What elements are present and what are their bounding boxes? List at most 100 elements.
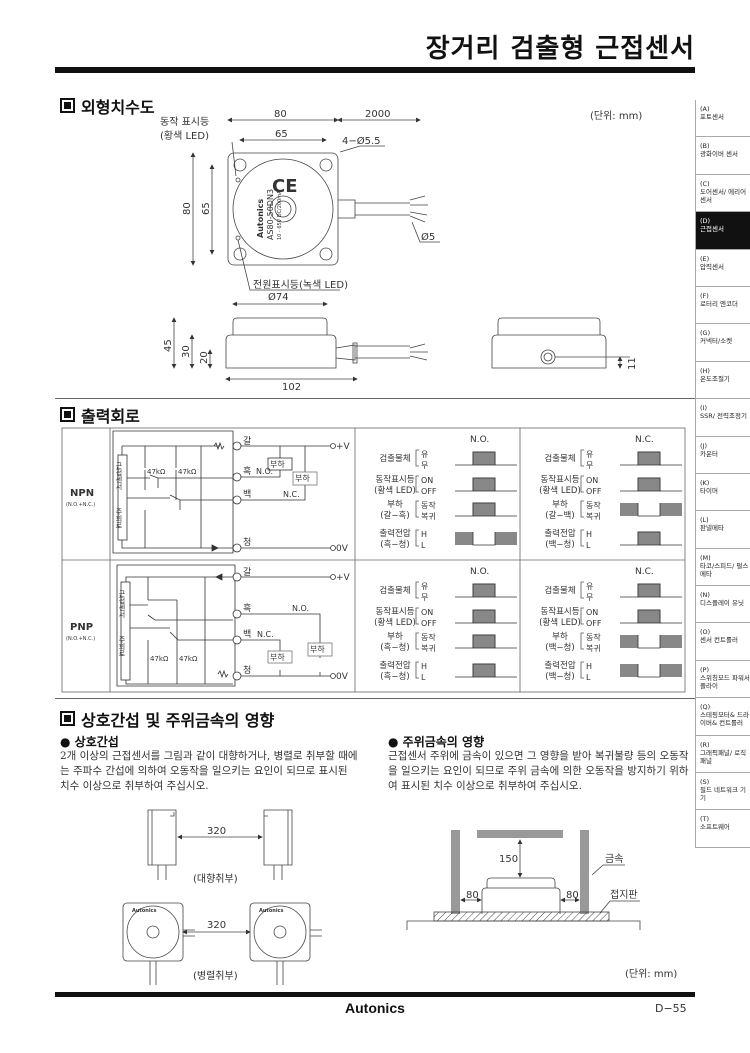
dim-height-20: 20 [199, 351, 210, 364]
product-brand: Autonics [256, 199, 265, 238]
section-title: 출력회로 [81, 407, 140, 426]
row-label: 부하 [387, 499, 403, 510]
terminal-white: 백 [243, 629, 251, 640]
sidebar-item-n[interactable]: (N)디스플레이 유닛 [695, 586, 750, 624]
bracket-icon [580, 500, 584, 518]
terminal-brown: 갈 [243, 436, 251, 447]
bracket-icon [580, 529, 584, 547]
bracket-icon [415, 500, 419, 518]
sidebar-item-c[interactable]: (C)도어센서/ 에리어센서 [695, 174, 750, 213]
main-circuit-text: 주회로 [118, 636, 126, 657]
sidebar-item-label: 디스플레이 유닛 [700, 599, 744, 608]
waveform-pulse [455, 634, 517, 649]
row-label: 출력전압 [379, 528, 410, 539]
state-high: 유 [586, 450, 593, 459]
metal-influence-drawing [406, 830, 641, 930]
dim-face-320: 320 [207, 826, 226, 837]
sidebar-item-label: 필드 네트워크 기기 [700, 786, 746, 803]
sensor-block-text: 근접센서 [115, 462, 123, 491]
waveform-pulse [620, 609, 682, 624]
row-label: 동작표시등 [540, 474, 579, 485]
sidebar-item-e[interactable]: (E)압력센서 [695, 249, 750, 287]
page-title: 장거리 검출형 근접센서 [425, 34, 695, 64]
bracket-icon [580, 581, 584, 599]
top-rule [55, 67, 695, 73]
dim-hole-height-65: 65 [201, 202, 212, 215]
bracket-icon [580, 661, 584, 679]
sidebar-item-m[interactable]: (M)타코/스피드/ 펄스메타 [695, 548, 750, 587]
dim-top-dia: Ø74 [268, 291, 289, 303]
sidebar-item-r[interactable]: (R)그래픽패널/ 로직패널 [695, 735, 750, 774]
row-sublabel: (백−청) [545, 539, 574, 550]
row-label: 부하 [387, 631, 403, 642]
sidebar-item-h[interactable]: (H)온도조절기 [695, 361, 750, 400]
sidebar-item-code: (D) [700, 217, 711, 226]
product-brand: Autonics [132, 908, 156, 914]
state-high: H [586, 530, 592, 539]
timing-row: 출력전압(백−청)HL [544, 528, 682, 550]
plus-v: +V [336, 442, 351, 452]
dim-hole-65: 65 [275, 129, 288, 140]
dim-height-45: 45 [163, 339, 174, 352]
square-bullet-icon [60, 407, 75, 422]
sidebar-item-t[interactable]: (T)소프트웨어 [695, 810, 750, 848]
face-mount-label: (대향취부) [193, 873, 238, 885]
state-high: ON [421, 476, 433, 485]
load-box-nc: 부하 [295, 473, 310, 483]
sidebar-item-code: (I) [700, 404, 707, 413]
product-brand: Autonics [259, 908, 283, 914]
sidebar-item-s[interactable]: (S)필드 네트워크 기기 [695, 773, 750, 811]
terminal-black: 흑 [243, 602, 251, 614]
sidebar-item-code: (E) [700, 254, 710, 263]
dim-side-80-left: 80 [466, 890, 479, 901]
metal-label: 금속 [605, 853, 623, 865]
metal-title: ● 주위금속의 영향 [388, 735, 485, 749]
waveform-pulse [455, 583, 517, 598]
sidebar-item-f[interactable]: (F)로터리 엔코더 [695, 286, 750, 325]
sidebar-item-a[interactable]: (A)포토센서 [695, 100, 750, 138]
sidebar-item-g[interactable]: (G)커넥터/소켓 [695, 324, 750, 362]
row-label: 부하 [552, 499, 568, 510]
sidebar-item-p[interactable]: (P)스위칭모드 파워서플라이 [695, 660, 750, 699]
sidebar-item-d[interactable]: (D)근접센서 [695, 212, 750, 250]
row-label: 검출물체 [544, 585, 575, 596]
state-high: H [586, 662, 592, 671]
waveform-pulse [620, 451, 682, 466]
sidebar-item-code: (M) [700, 553, 711, 562]
sidebar-item-code: (S) [700, 778, 710, 787]
sidebar-item-code: (T) [700, 815, 710, 824]
section-title: 외형치수도 [81, 98, 155, 117]
nc-label: N.C. [257, 630, 274, 639]
state-low: 무 [586, 593, 593, 602]
product-spec: 10 - 65V DC/200mA [277, 190, 283, 240]
sidebar-item-l[interactable]: (L)판넬메타 [695, 511, 750, 549]
dim-length-102: 102 [282, 382, 301, 393]
state-high: 동작 [421, 632, 436, 642]
sidebar-item-code: (Q) [700, 703, 711, 712]
mutual-title: ● 상호간섭 [60, 735, 119, 749]
sidebar-item-b[interactable]: (B)광화이버 센서 [695, 137, 750, 175]
sidebar-item-o[interactable]: (O)센서 컨트롤러 [695, 623, 750, 661]
sidebar-item-k[interactable]: (K)타이머 [695, 473, 750, 512]
dim-height-11: 11 [627, 357, 638, 370]
load-box-no: 부하 [310, 644, 325, 654]
sidebar-item-code: (J) [700, 441, 707, 450]
page-number: D−55 [655, 1002, 687, 1015]
sidebar-item-j[interactable]: (J)카운터 [695, 436, 750, 474]
sidebar-item-i[interactable]: (I)SSR/ 전력조정기 [695, 399, 750, 437]
sidebar-item-q[interactable]: (Q)스테핑모터& 드라이버& 컨트롤러 [695, 698, 750, 736]
state-low: 복귀 [586, 511, 601, 521]
waveform-inverse [620, 635, 682, 649]
dim-width-80: 80 [274, 109, 287, 120]
state-high: 동작 [586, 632, 601, 642]
front-view-drawing [190, 117, 440, 291]
waveform-inverse [620, 664, 682, 678]
